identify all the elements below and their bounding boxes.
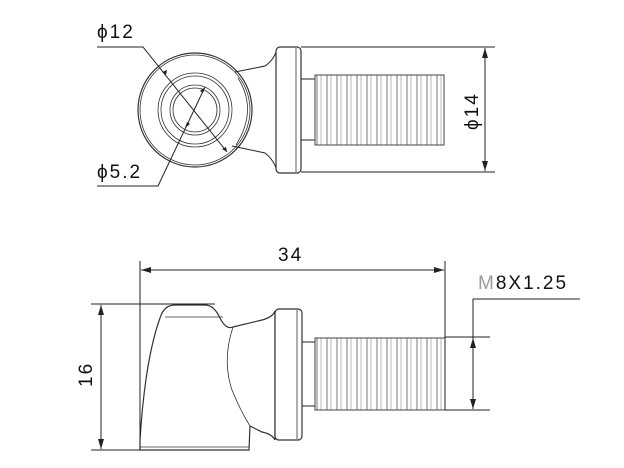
height-16-label: 16 — [76, 362, 97, 387]
length-34-dimension: 34 — [139, 245, 446, 450]
side-threaded-shank — [302, 337, 446, 411]
side-view: 34 16 M8X1.25 — [76, 245, 580, 451]
diameter-5-2-label: ϕ5.2 — [97, 162, 142, 183]
top-view: ϕ12 ϕ5.2 ϕ14 — [97, 22, 495, 187]
threaded-shank — [301, 74, 445, 146]
thread-spec-value: 8X1.25 — [496, 273, 568, 294]
diameter-5-2-dimension: ϕ5.2 — [97, 86, 206, 187]
eye-ring — [137, 52, 253, 168]
side-flange — [274, 308, 303, 441]
body — [139, 304, 276, 451]
diameter-12-label: ϕ12 — [97, 22, 135, 43]
diameter-14-label: ϕ14 — [462, 92, 483, 130]
height-16-dimension: 16 — [76, 303, 215, 451]
diameter-14-dimension: ϕ14 — [301, 46, 495, 173]
thread-spec-dimension: M8X1.25 — [445, 273, 580, 411]
thread-spec-prefix: M — [478, 273, 496, 294]
length-34-label: 34 — [278, 245, 303, 266]
flange — [275, 46, 302, 174]
diameter-12-dimension: ϕ12 — [97, 22, 228, 153]
thread-spec-label: M8X1.25 — [478, 273, 568, 294]
